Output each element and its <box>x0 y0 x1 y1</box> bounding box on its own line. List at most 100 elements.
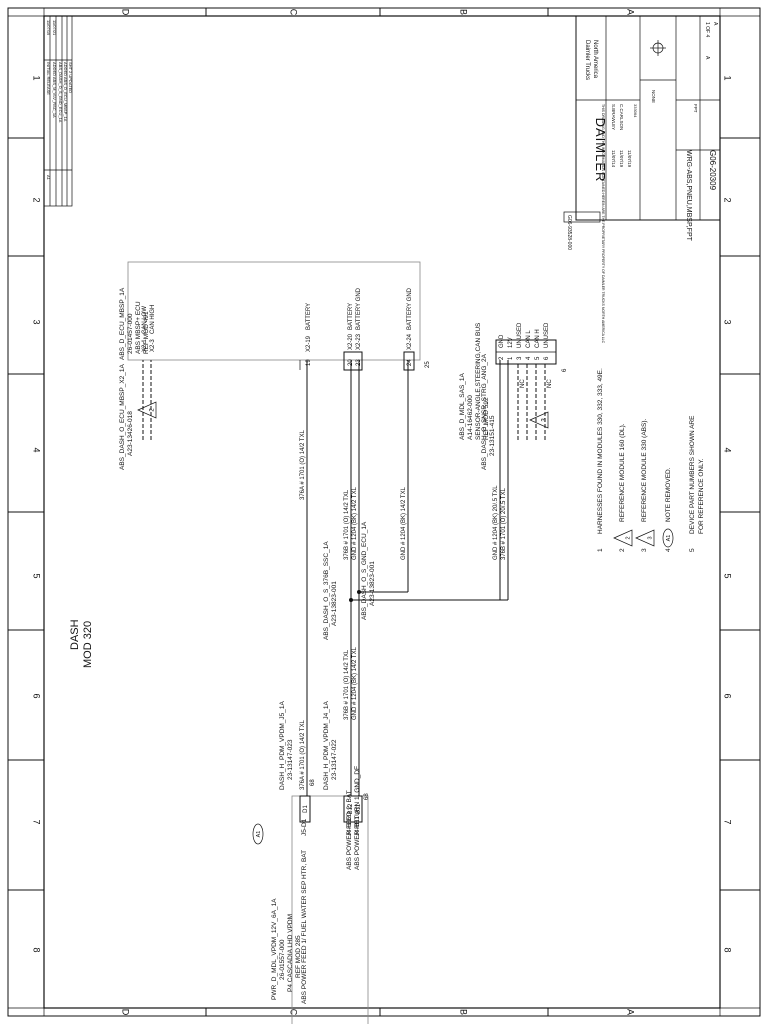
sas-pin-label-3: CAN L <box>526 330 532 348</box>
ecu-cavity-box-20-23 <box>343 351 363 371</box>
ecu-pin-0: X2-1 <box>142 339 148 352</box>
ecu-count: 25 <box>425 361 431 368</box>
wire-label-5: GND # 1204 (BK) 14/2 TXL <box>352 486 358 560</box>
revision-desc-0: INITIAL RELEASE <box>46 62 51 95</box>
ecu-harness-name: ABS_DASH_O_ECU_MBSP_X2_1A <box>119 363 126 470</box>
vpdm-count-1: 68 <box>364 793 370 800</box>
splice-dot-gnd <box>357 590 361 594</box>
vpdm-cav-2: B11 <box>356 803 362 814</box>
title-date-1: 11/07/19 <box>619 150 624 168</box>
splice-dot-376b <box>349 598 353 602</box>
triangle-marker-3-label: 3 <box>542 418 548 422</box>
ecu-pin-1: X2-3 <box>150 339 156 352</box>
sas-cav-2: 3 <box>517 356 523 360</box>
ecu-pin-label-3: BATTERY <box>348 303 354 330</box>
wire-label-7: GND # 1204 (BK) 20/.5 TXL <box>493 485 499 560</box>
zone-col-left-5: 6 <box>32 693 42 698</box>
note-text-5: FOR REFERENCE ONLY. <box>698 458 705 534</box>
zone-col-right-4: 5 <box>723 573 733 578</box>
zone-row-bottom-1: C <box>289 1009 299 1016</box>
vpdm-pn: 26-01557-000 <box>279 939 286 980</box>
title-type: FPT <box>693 104 698 113</box>
sas-ref: REF MOD 592 <box>483 397 490 440</box>
zone-col-right-1: 2 <box>723 197 733 202</box>
ecu-device-box <box>127 261 421 361</box>
title-doc-number: G06-20309 <box>708 150 717 191</box>
zone-col-right-6: 7 <box>723 819 733 824</box>
ecu-cav-4: 23 <box>356 359 362 366</box>
title-division-2: North America <box>592 40 598 79</box>
revision-date-1: 11/07/21 <box>52 20 57 36</box>
vpdm-pin-id-0: J5-D1 <box>301 818 308 836</box>
revision-desc-4: SHT 2 UPDATED <box>68 62 73 93</box>
zone-col-left-1: 2 <box>32 197 42 202</box>
wire-label-0: 376A # 1701 (O) 14/2 TXL <box>300 719 306 790</box>
title-date-2: 11/07/19 <box>627 150 632 168</box>
note-num-2: 3 <box>641 548 648 552</box>
note-num-3: 4 <box>665 548 672 552</box>
zone-row-bottom-0: D <box>121 1009 131 1016</box>
note-marker-2 <box>613 529 633 547</box>
wire-label-6: GND # 1204 (BK) 14/2 TXL <box>401 486 407 560</box>
ecu-pin-label-4: BATTERY GND <box>356 287 362 330</box>
zone-col-right-0: 1 <box>723 75 733 80</box>
wire-label-1: 376B # 1701 (O) 14/2 TXL <box>344 649 350 720</box>
diagram-title-line2: MOD 320 <box>82 621 94 668</box>
triangle-marker-2-label: 2 <box>150 408 156 412</box>
wire-label-8: 376B # 1701 (O) 20/.5 TXL <box>501 487 507 560</box>
note-marker-label-3: A1 <box>666 535 672 542</box>
title-date-0: 11/07/14 <box>611 150 616 168</box>
title-scale: NONE <box>651 90 656 103</box>
triangle-marker-2: 2 <box>137 401 157 419</box>
note-text-2: REFERENCE MODULE 330 (ABS). <box>641 419 648 522</box>
zone-col-right-2: 3 <box>723 319 733 324</box>
revision-date-0: 11/07/19 <box>46 20 51 36</box>
sas-pin-label-1: 12V <box>508 337 514 348</box>
ecu-pn: 26-01457-000 <box>127 313 134 354</box>
title-drawn-by: S.BRAWLEY <box>611 104 616 130</box>
title-block: DAIMLER Daimler Trucks North America THI… <box>575 15 721 344</box>
title-division-1: Daimler Trucks <box>584 40 590 80</box>
ecu-pin-4: X2-23 <box>356 333 362 350</box>
vpdm-pin-label-1: ABS POWER FEED 2, BAT <box>346 790 353 870</box>
zone-ticks <box>8 8 760 1016</box>
sas-pins: 2 GND 1 12V 3 UNUSED 4 CAN L 5 CAN H 6 U… <box>499 322 550 360</box>
sas-name: ABS_D_MDL_SAS_1A <box>459 372 466 440</box>
sas-harness-pn: 23-13151-415 <box>489 415 496 456</box>
title-size: A <box>712 22 718 26</box>
zone-col-left-2: 3 <box>32 319 42 324</box>
ecu-pin-label-1: CAN HIGH <box>150 305 156 334</box>
zone-col-left-4: 5 <box>32 573 42 578</box>
diagram-title-line1: DASH <box>69 619 81 650</box>
note-marker-3 <box>635 529 655 547</box>
ecu-pin-label-2: BATTERY <box>306 303 312 330</box>
splice-ssc-name: ABS_DASH_O_S_376B_SSC_1A <box>323 541 330 640</box>
sas-pin-label-0: GND <box>499 334 505 348</box>
vpdm-cav-1: B12 <box>348 803 354 814</box>
sas-desc: SENSOR-ANGLE,STEERING,CAN BUS <box>475 322 482 440</box>
sas-cav-5: 6 <box>544 356 550 360</box>
ecu-pin-label-5: BATTERY GND <box>407 287 413 330</box>
note-marker-label-2: 3 <box>647 536 653 539</box>
sas-cav-4: 5 <box>535 356 541 360</box>
note-num-4: 5 <box>689 548 696 552</box>
revision-desc-2: ABS_DASH_O_S_GND_ECU_1A <box>58 62 63 123</box>
vpdm-desc: P4 CASCADIA LHD VPDM <box>287 914 294 992</box>
vpdm-cavity-box-j4 <box>343 795 363 823</box>
ecu-cav-5: 24 <box>407 359 413 366</box>
vpdm-count-0: 68 <box>310 779 316 786</box>
ecu-ref: REF MOD 491 <box>143 311 150 354</box>
revision-block: A1 INITIAL RELEASE ADDED ABS_M_VLV_RSC_1… <box>43 15 73 207</box>
vpdm-device-box <box>291 795 369 1029</box>
note-marker-a1 <box>662 528 674 548</box>
ecu-name: ABS_D_ECU_MBSP_1A <box>119 287 126 360</box>
title-legal: THIS DRAWING AND THE INFORMATION CONTAIN… <box>601 104 605 344</box>
revision-desc-1: ADDED ABS_M_VLV_RSC_1A <box>52 62 57 118</box>
projection-symbol-icon <box>650 40 666 56</box>
vpdm-note-marker-label: A1 <box>256 831 262 838</box>
zone-col-left-7: 8 <box>32 947 42 952</box>
vpdm-pin-label-2: ABS POWER RETURN 1, GND_DE <box>354 765 361 870</box>
wire-label-3: 376A # 1701 (O) 14/2 TXL <box>300 429 306 500</box>
title-rev: A <box>704 56 710 60</box>
